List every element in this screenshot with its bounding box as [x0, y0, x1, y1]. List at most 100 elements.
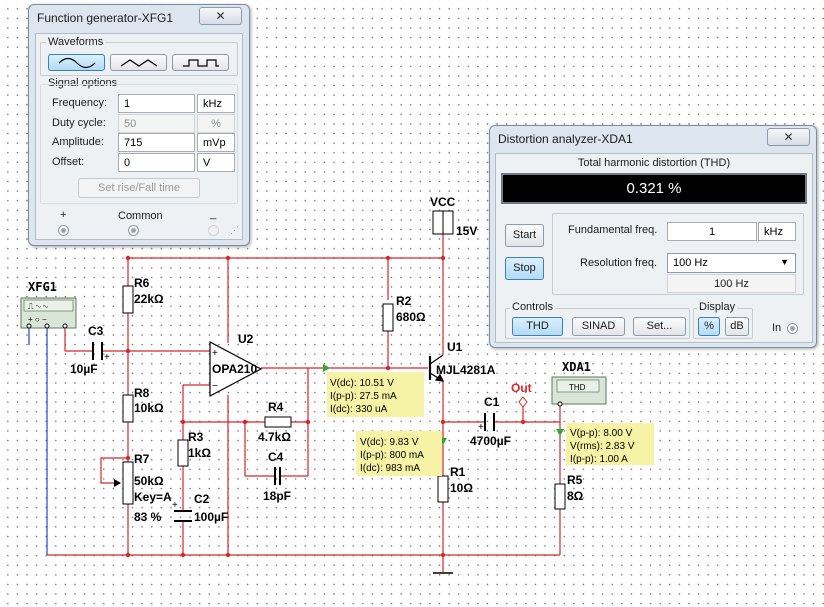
c3-value: 10µF [70, 362, 98, 376]
u1-ref: U1 [447, 340, 463, 354]
xfg1-instrument[interactable]: ⎍ ∿ ∿ + ○ − [20, 297, 77, 329]
distortion-analyzer-close-button[interactable]: ✕ [767, 128, 810, 146]
duty-cycle-unit-field[interactable]: % [197, 114, 235, 133]
r2-ref: R2 [396, 294, 412, 308]
r8-resistor[interactable] [122, 394, 134, 423]
common-terminal[interactable] [128, 225, 139, 236]
probe-emitter-line-1: V(dc): 9.83 V [360, 437, 419, 448]
minus-terminal[interactable] [208, 225, 219, 236]
sinad-button[interactable]: SINAD [572, 317, 625, 336]
frequency-field[interactable]: 1 [118, 94, 195, 113]
thd-readout: 0.321 % [501, 173, 807, 204]
c4-value: 18pF [263, 489, 291, 503]
thd-button[interactable]: THD [512, 317, 563, 336]
c1-capacitor[interactable] [484, 413, 495, 431]
probe-base-line-1: V(dc): 10.51 V [330, 378, 394, 389]
svg-text:+: + [478, 422, 484, 433]
start-button[interactable]: Start [505, 224, 544, 247]
r4-value: 4.7kΩ [258, 430, 291, 444]
probe-emitter-box: V(dc): 9.83 V I(p-p): 800 mA I(dc): 983 … [356, 431, 442, 476]
vcc-value: 15V [456, 224, 477, 238]
probe-output-line-2: V(rms): 2.83 V [570, 441, 635, 452]
r1-resistor[interactable] [437, 475, 449, 503]
svg-text:⎍ ∿ ∿: ⎍ ∿ ∿ [28, 302, 48, 311]
stop-button[interactable]: Stop [505, 257, 544, 280]
xfg1-label: XFG1 [28, 280, 57, 294]
c1-ref: C1 [484, 395, 500, 409]
set-button[interactable]: Set... [633, 317, 686, 336]
in-terminal[interactable] [787, 323, 798, 334]
r7-potentiometer[interactable] [114, 461, 134, 505]
u2-opamp[interactable]: + − [209, 341, 263, 397]
r4-resistor[interactable] [264, 416, 292, 428]
function-generator-body: Waveforms Signal options Frequency: 1 kH… [35, 33, 243, 240]
r6-value: 22kΩ [134, 292, 164, 306]
offset-field[interactable]: 0 [118, 153, 195, 172]
plus-terminal[interactable] [58, 225, 69, 236]
function-generator-window[interactable]: Function generator-XFG1 ✕ Waveforms Sign… [28, 4, 250, 246]
r1-ref: R1 [450, 465, 466, 479]
c3-ref: C3 [88, 324, 104, 338]
sine-wave-button[interactable] [48, 54, 105, 71]
svg-text:+: + [104, 352, 110, 363]
xda1-face-label: THD [569, 383, 586, 392]
svg-text:+: + [172, 500, 178, 511]
amplitude-unit-field[interactable]: mVp [197, 133, 235, 152]
fundamental-freq-label: Fundamental freq. [568, 224, 658, 236]
r3-resistor[interactable] [177, 439, 189, 467]
c3-capacitor[interactable] [92, 342, 103, 360]
resolution-freq-selected: 100 Hz [673, 257, 708, 269]
xda1-instrument[interactable] [551, 376, 607, 407]
square-wave-button[interactable] [172, 54, 229, 71]
svg-text:−: − [212, 381, 218, 392]
signal-options-label: Signal options [46, 77, 120, 89]
r7-percent: 83 % [134, 510, 162, 524]
out-label: Out [511, 381, 532, 395]
junctions [125, 255, 526, 558]
fundamental-freq-unit-field[interactable]: kHz [758, 222, 796, 241]
set-rise-fall-button[interactable]: Set rise/Fall time [78, 178, 200, 198]
percent-button[interactable]: % [698, 317, 720, 336]
probe-base-line-3: I(dc): 330 uA [330, 404, 388, 415]
u1-value: MJL4281A [436, 363, 496, 377]
resize-grip-icon[interactable]: ⋰ [230, 225, 239, 235]
r3-ref: R3 [188, 430, 204, 444]
close-icon: ✕ [783, 130, 794, 144]
distortion-analyzer-window[interactable]: Distortion analyzer-XDA1 ✕ Total harmoni… [489, 125, 817, 348]
c4-capacitor[interactable] [274, 467, 281, 485]
sine-wave-icon [58, 57, 95, 69]
r2-resistor[interactable] [382, 303, 394, 332]
resolution-freq-select[interactable]: 100 Hz ▼ [667, 253, 796, 273]
c2-value: 100µF [194, 510, 228, 524]
resolution-freq-label: Resolution freq. [580, 257, 658, 269]
frequency-unit-field[interactable]: kHz [197, 94, 235, 113]
offset-unit-field[interactable]: V [197, 153, 235, 172]
out-probe-marker[interactable] [518, 396, 528, 408]
u2-ref: U2 [238, 332, 254, 346]
square-wave-icon [182, 59, 219, 67]
c2-capacitor[interactable] [174, 510, 192, 522]
plus-terminal-label: + [60, 209, 67, 221]
triangle-wave-button[interactable] [110, 54, 167, 71]
function-generator-close-button[interactable]: ✕ [199, 7, 242, 25]
u1-transistor[interactable] [428, 354, 445, 382]
amplitude-field[interactable]: 715 [118, 133, 195, 152]
function-generator-title: Function generator-XFG1 [37, 11, 174, 25]
r8-ref: R8 [134, 386, 150, 400]
distortion-analyzer-body: Total harmonic distortion (THD) 0.321 % … [495, 153, 813, 343]
r5-resistor[interactable] [554, 483, 566, 510]
r6-resistor[interactable] [122, 285, 134, 314]
vcc-source[interactable] [432, 210, 454, 235]
common-terminal-label: Common [118, 210, 163, 222]
amplitude-label: Amplitude: [52, 136, 104, 148]
controls-group [505, 308, 690, 339]
c4-ref: C4 [268, 450, 284, 464]
db-button[interactable]: dB [725, 317, 749, 336]
r3-value: 1kΩ [188, 446, 211, 460]
ground-wires [28, 326, 48, 555]
fundamental-freq-field[interactable]: 1 [667, 222, 757, 241]
duty-cycle-field[interactable]: 50 [118, 114, 195, 133]
frequency-settings-group [552, 213, 804, 295]
r7-ref: R7 [134, 452, 150, 466]
